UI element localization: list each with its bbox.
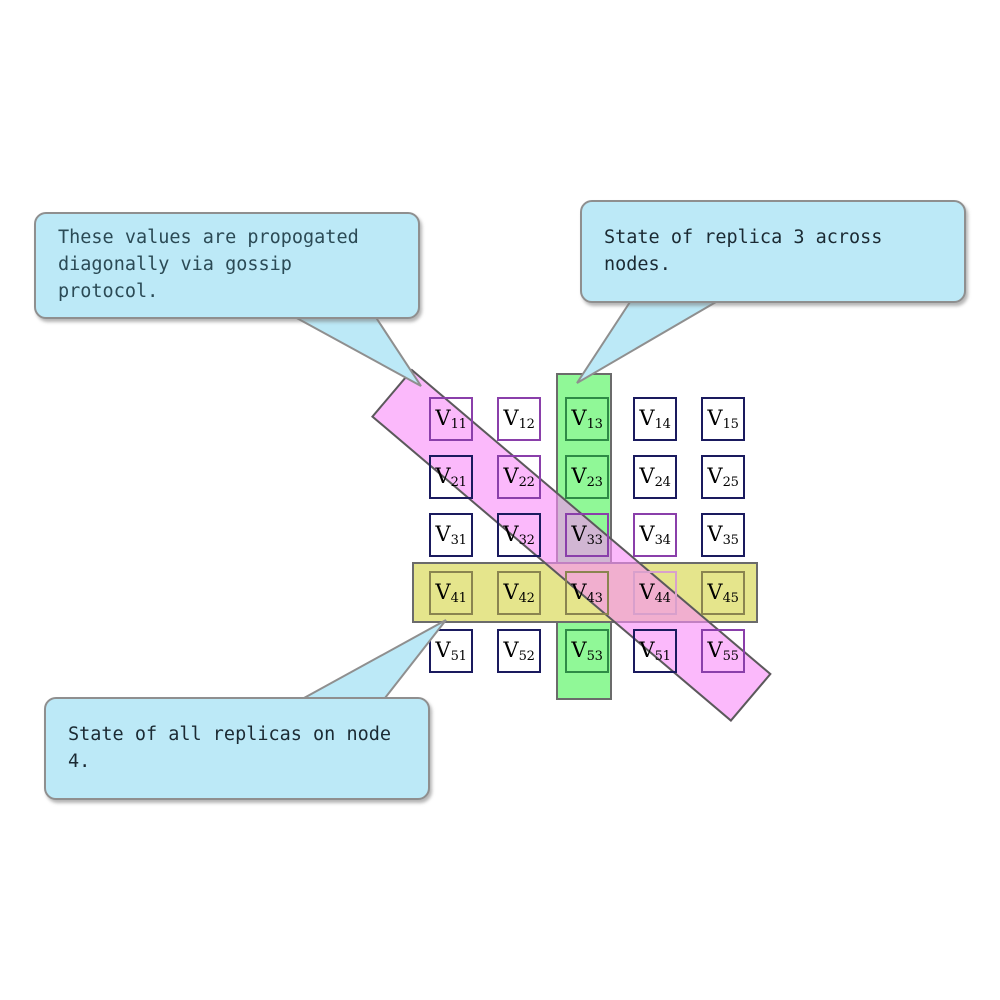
grid-cell-v22[interactable]: V22 xyxy=(497,455,541,499)
callout-replica-3-note[interactable]: State of replica 3 across nodes. xyxy=(580,200,966,303)
grid-cell-v25[interactable]: V25 xyxy=(701,455,745,499)
grid-cell-v21[interactable]: V21 xyxy=(429,455,473,499)
grid-cell-v42[interactable]: V42 xyxy=(497,571,541,615)
cell-label: V51 xyxy=(639,637,671,664)
grid-cell-v11[interactable]: V11 xyxy=(429,397,473,441)
grid-cell-v13[interactable]: V13 xyxy=(565,397,609,441)
grid-cell-v14[interactable]: V14 xyxy=(633,397,677,441)
cell-label: V42 xyxy=(503,579,535,606)
cell-label: V24 xyxy=(639,463,671,490)
cell-label: V15 xyxy=(707,405,739,432)
grid-cell-v44[interactable]: V44 xyxy=(633,571,677,615)
cell-label: V43 xyxy=(571,579,603,606)
grid-cell-v52[interactable]: V52 xyxy=(497,629,541,673)
cell-label: V51 xyxy=(435,637,467,664)
node-4-note-tail xyxy=(303,619,447,699)
cell-label: V22 xyxy=(503,463,535,490)
cell-label: V11 xyxy=(435,405,467,432)
grid-cell-v45[interactable]: V45 xyxy=(701,571,745,615)
cell-label: V23 xyxy=(571,463,603,490)
cell-label: V52 xyxy=(503,637,535,664)
cell-label: V13 xyxy=(571,405,603,432)
grid-cell-v24[interactable]: V24 xyxy=(633,455,677,499)
cell-label: V55 xyxy=(707,637,739,664)
grid-cell-v53[interactable]: V53 xyxy=(565,629,609,673)
cell-label: V44 xyxy=(639,579,671,606)
callout-gossip-note[interactable]: These values are propogated diagonally v… xyxy=(34,212,420,319)
grid-cell-v41[interactable]: V41 xyxy=(429,571,473,615)
grid-cell-v33[interactable]: V33 xyxy=(565,513,609,557)
callout-text: State of replica 3 across nodes. xyxy=(604,226,883,275)
grid-cell-v34[interactable]: V34 xyxy=(633,513,677,557)
cell-label: V33 xyxy=(571,521,603,548)
grid-cell-v15[interactable]: V15 xyxy=(701,397,745,441)
grid-cell-v31[interactable]: V31 xyxy=(429,513,473,557)
grid-cell-v54[interactable]: V51 xyxy=(633,629,677,673)
grid-cell-v23[interactable]: V23 xyxy=(565,455,609,499)
cell-label: V41 xyxy=(435,579,467,606)
cell-label: V35 xyxy=(707,521,739,548)
cell-label: V34 xyxy=(639,521,671,548)
cell-label: V45 xyxy=(707,579,739,606)
grid-cell-v32[interactable]: V32 xyxy=(497,513,541,557)
cell-label: V53 xyxy=(571,637,603,664)
callout-text: State of all replicas on node 4. xyxy=(68,723,392,772)
grid-cell-v55[interactable]: V55 xyxy=(701,629,745,673)
grid-cell-v43[interactable]: V43 xyxy=(565,571,609,615)
cell-label: V31 xyxy=(435,521,467,548)
grid-cell-v12[interactable]: V12 xyxy=(497,397,541,441)
cell-label: V25 xyxy=(707,463,739,490)
grid-cell-v51[interactable]: V51 xyxy=(429,629,473,673)
callout-node-4-note[interactable]: State of all replicas on node 4. xyxy=(44,697,430,800)
cell-label: V12 xyxy=(503,405,535,432)
cell-label: V32 xyxy=(503,521,535,548)
replica-3-note-tail xyxy=(576,301,720,384)
grid-cell-v35[interactable]: V35 xyxy=(701,513,745,557)
cell-label: V21 xyxy=(435,463,467,490)
callout-text: These values are propogated diagonally v… xyxy=(58,227,359,302)
gossip-note-tail xyxy=(292,315,422,387)
cell-label: V14 xyxy=(639,405,671,432)
